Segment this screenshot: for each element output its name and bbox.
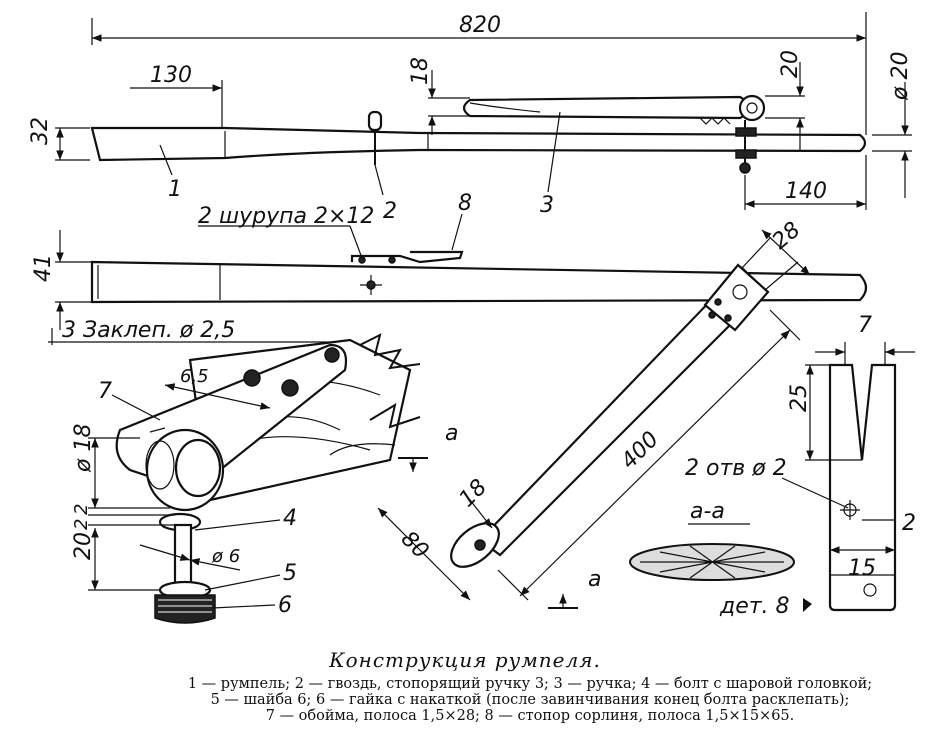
bolt-diameter-label: ø 6 — [211, 546, 240, 567]
part-6-label: 6 — [278, 593, 292, 618]
handle-length-label: 400 — [617, 427, 664, 474]
part-1-label: 1 — [168, 177, 182, 202]
part-7-label: 7 — [98, 379, 112, 404]
handle-offset-label: 18 — [408, 57, 433, 85]
tiller-height-label: 32 — [28, 117, 53, 145]
tiller-side-view: 130 32 2 3 18 — [28, 50, 913, 224]
part-5-label: 5 — [283, 561, 297, 586]
detail-8-label: дет. 8 — [719, 594, 790, 619]
front-offset-label: 130 — [150, 63, 192, 88]
diameter-20-label: ø 20 — [888, 52, 913, 101]
handle-pivot-label: 140 — [785, 179, 827, 204]
part-8-label: 8 — [458, 191, 472, 216]
caption-legend: 1 — румпель; 2 — гвоздь, стопорящий ручк… — [150, 676, 910, 724]
section-mark-top: а — [445, 421, 458, 446]
ball-diameter-label: ø 18 — [71, 424, 96, 473]
plate-width-label: 15 — [848, 556, 876, 581]
bolt-length-label: 20 — [71, 532, 96, 560]
tiller-plan-view: 41 2 шурупа 2×12 8 — [31, 191, 868, 330]
slot-width-label: 7 — [858, 313, 872, 338]
detail-8: 7 25 2 отв ø 2 15 2 дет. 8 — [685, 313, 916, 619]
handle-height-label: 20 — [778, 50, 803, 78]
section-title: а-а — [690, 499, 725, 524]
clamp-width-label: 6,5 — [180, 366, 209, 387]
tiller-height-top-label: 41 — [31, 254, 56, 282]
caption-title: Конструкция румпеля. — [329, 648, 601, 672]
section-mark-bottom: а — [588, 567, 601, 592]
screws-label: 2 шурупа 2×12 — [198, 204, 374, 229]
rivets-label: 3 Заклеп. ø 2,5 — [62, 318, 235, 343]
holes-label: 2 отв ø 2 — [685, 456, 787, 481]
slot-depth-label: 25 — [787, 384, 812, 412]
part-2-label: 2 — [383, 199, 397, 224]
legend-line: 1 — румпель; 2 — гвоздь, стопорящий ручк… — [187, 676, 873, 692]
overall-length-label: 820 — [459, 13, 501, 38]
dimension-overall: 820 — [91, 12, 867, 135]
clamp-assembly: 3 Заклеп. ø 2,5 7 6,5 ø 18 2 — [48, 318, 421, 624]
tip-width-label: 28 — [768, 217, 806, 254]
hole-offset-label: 2 — [902, 511, 916, 536]
legend-line: 5 — шайба 6; 6 — гайка с накаткой (после… — [210, 692, 850, 708]
part-3-label: 3 — [540, 193, 554, 218]
legend-line: 7 — обойма, полоса 1,5×28; 8 — стопор со… — [265, 708, 795, 724]
section-a-a: а-а — [629, 499, 795, 581]
neck-width-label: 18 — [455, 475, 492, 512]
part-4-label: 4 — [283, 506, 297, 531]
gap-2b-label: 2 — [71, 519, 92, 530]
gap-2a-label: 2 — [71, 504, 92, 515]
